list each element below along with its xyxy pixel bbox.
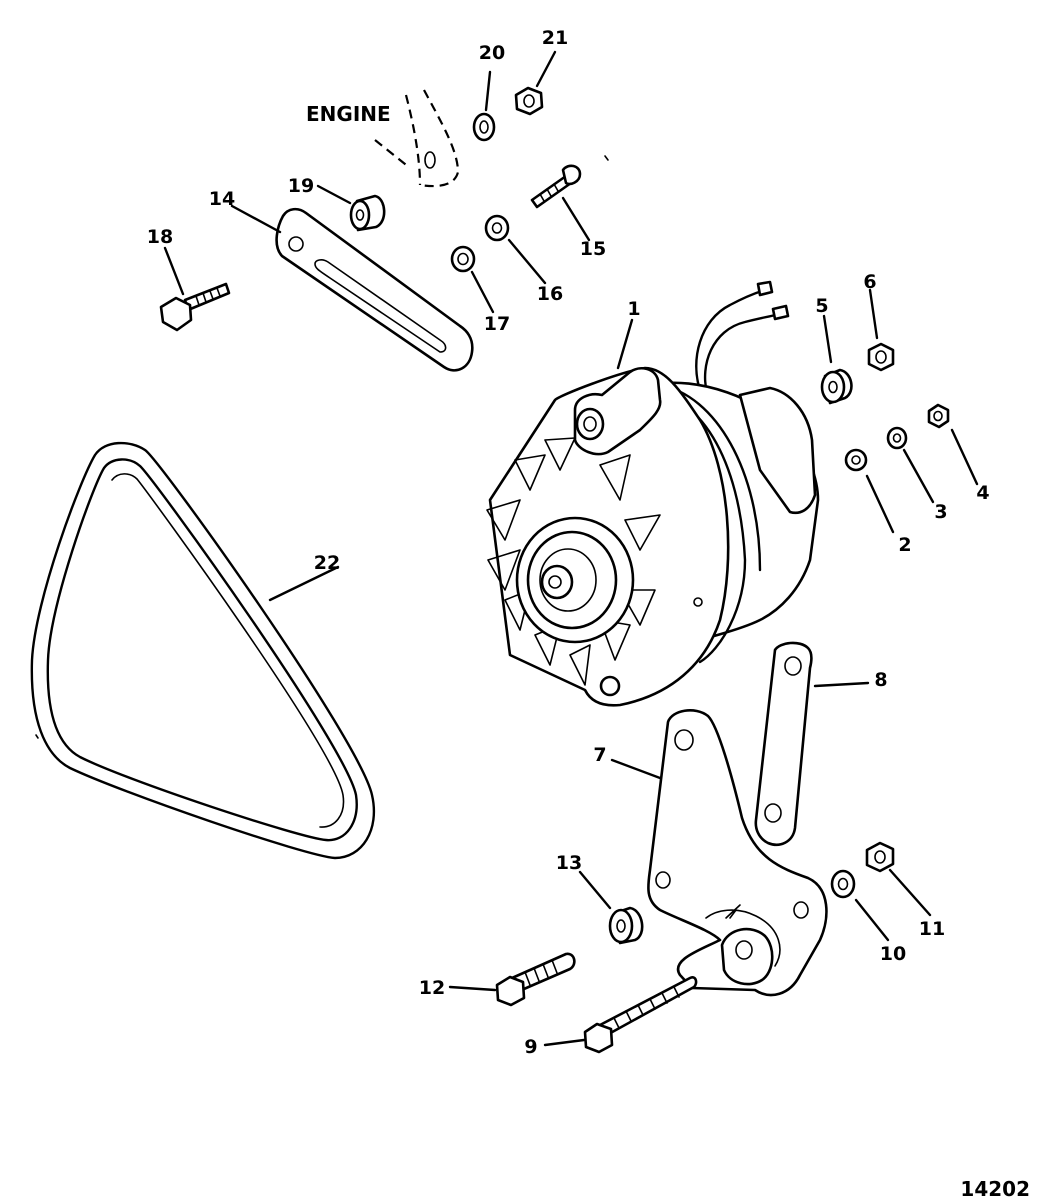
callout-14: 14 bbox=[209, 188, 235, 210]
stray-marks bbox=[35, 155, 609, 739]
part-8-link bbox=[754, 641, 813, 847]
callout-3: 3 bbox=[934, 501, 947, 523]
part-4-nut bbox=[927, 403, 950, 429]
callout-6: 6 bbox=[863, 271, 876, 293]
part-3-lockwasher bbox=[886, 426, 908, 450]
callout-12: 12 bbox=[419, 977, 445, 999]
part-6-nut bbox=[867, 342, 895, 372]
callout-19: 19 bbox=[288, 175, 314, 197]
part-7-bracket bbox=[647, 709, 828, 997]
callout-4: 4 bbox=[976, 482, 989, 504]
part-21-nut bbox=[514, 86, 544, 116]
callout-9: 9 bbox=[524, 1036, 537, 1058]
callout-16: 16 bbox=[537, 283, 563, 305]
part-5-spacer bbox=[820, 368, 853, 405]
callout-17: 17 bbox=[484, 313, 510, 335]
figure-number: 14202 bbox=[960, 1177, 1030, 1200]
callout-2: 2 bbox=[898, 534, 911, 556]
callout-10: 10 bbox=[880, 943, 906, 965]
part-13-spacer bbox=[608, 906, 644, 945]
callout-20: 20 bbox=[479, 42, 505, 64]
part-9-bolt bbox=[583, 976, 698, 1054]
part-1-alternator bbox=[486, 280, 820, 707]
part-22-drive-belt bbox=[30, 441, 376, 860]
part-14-adjusting-strap bbox=[275, 207, 474, 372]
callout-22: 22 bbox=[314, 552, 340, 574]
callout-7: 7 bbox=[593, 744, 606, 766]
callout-11: 11 bbox=[919, 918, 945, 940]
callout-18: 18 bbox=[147, 226, 173, 248]
engine-reference bbox=[374, 89, 460, 188]
part-16-washer bbox=[484, 214, 510, 242]
part-12-bolt bbox=[495, 952, 576, 1007]
engine-label: ENGINE bbox=[306, 102, 391, 126]
part-17-nut bbox=[450, 245, 476, 273]
part-15-bolt bbox=[530, 164, 582, 209]
part-2-washer bbox=[844, 448, 868, 472]
callout-21: 21 bbox=[542, 27, 568, 49]
callout-labels: ENGINE 20 21 19 14 18 15 16 17 1 5 6 4 3… bbox=[147, 27, 1030, 1200]
callout-13: 13 bbox=[556, 852, 582, 874]
part-19-spacer bbox=[349, 194, 386, 232]
part-11-nut bbox=[865, 841, 895, 873]
leader-lines bbox=[163, 50, 979, 1047]
callout-5: 5 bbox=[815, 295, 828, 317]
callout-15: 15 bbox=[580, 238, 606, 260]
part-18-bolt bbox=[159, 282, 231, 332]
callout-1: 1 bbox=[627, 298, 640, 320]
part-10-washer bbox=[830, 869, 856, 899]
part-20-washer bbox=[472, 112, 496, 142]
callout-8: 8 bbox=[874, 669, 887, 691]
